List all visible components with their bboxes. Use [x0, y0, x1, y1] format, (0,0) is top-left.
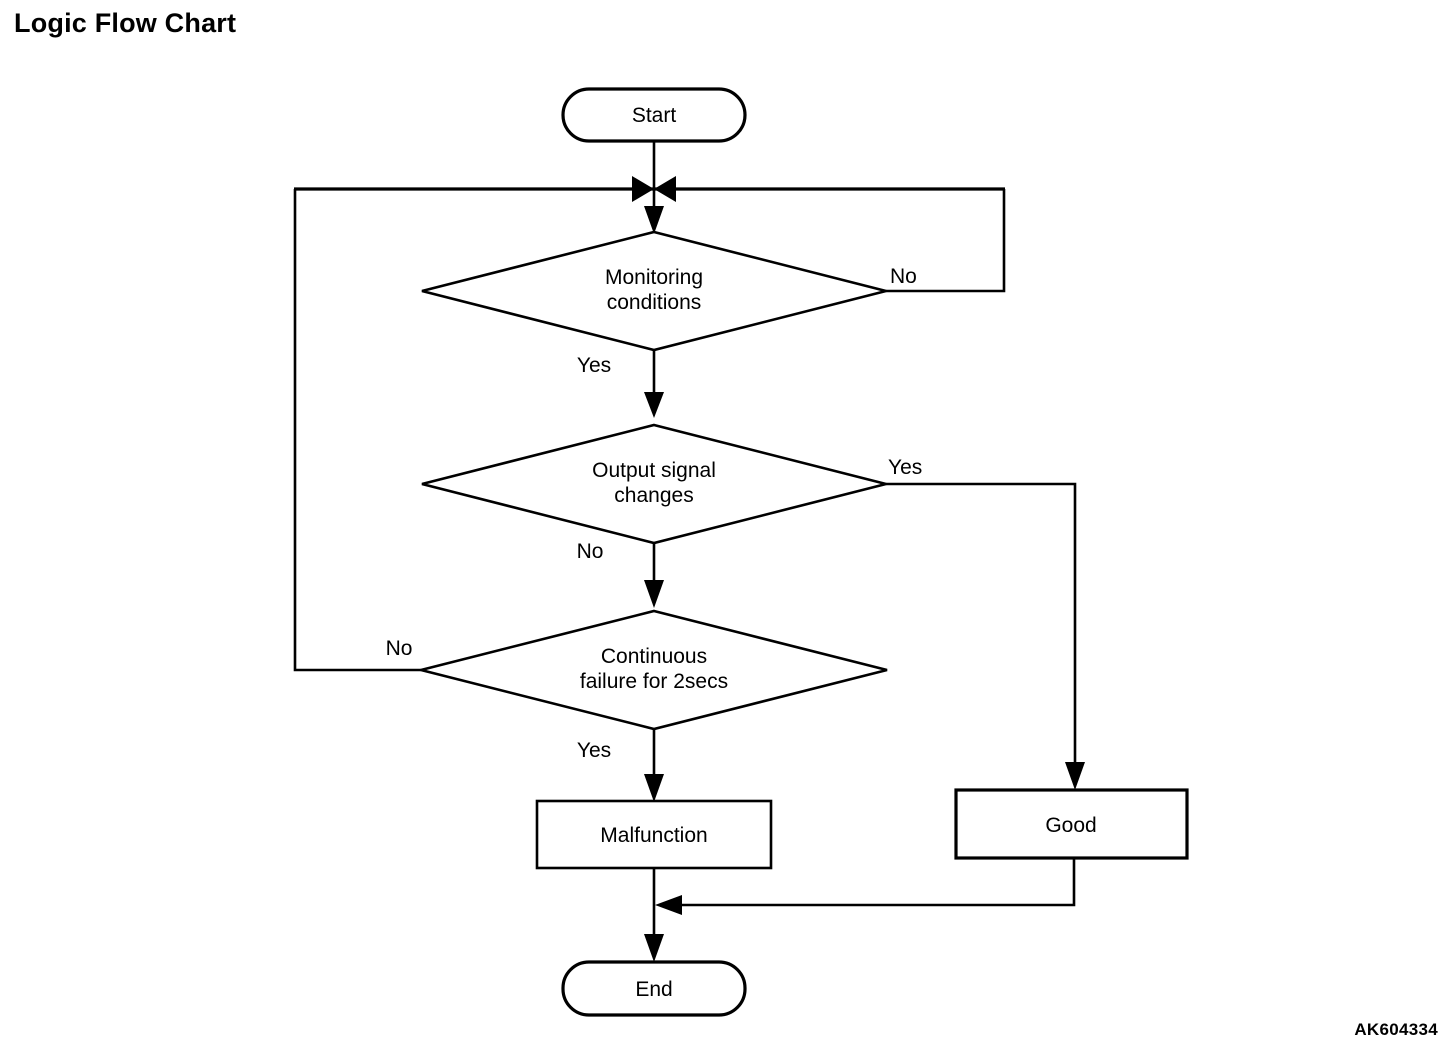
edge-d3-no: No [293, 189, 421, 672]
node-good: Good [954, 788, 1189, 860]
edge-d2-yes: Yes [886, 456, 1085, 790]
decision-continuous-failure-label-line1: Continuous [601, 645, 707, 668]
malfunction-label: Malfunction [600, 824, 707, 847]
edge-d2-yes-path [886, 482, 1077, 782]
edge-label-d2-no: No [577, 540, 604, 563]
merge-arrowhead-left [654, 176, 676, 202]
node-malfunction: Malfunction [535, 799, 773, 870]
arrowhead-into-d1 [644, 206, 664, 234]
node-start: Start [561, 87, 747, 143]
decision-output-signal-label-line1: Output signal [592, 459, 716, 482]
edge-d1-no-path [886, 189, 1006, 293]
arrowhead-into-malfunction [644, 774, 664, 802]
arrowhead-good-join-left [655, 895, 682, 915]
decision-monitoring-label-line2: conditions [607, 291, 702, 314]
node-end: End [561, 960, 747, 1017]
start-label: Start [632, 104, 677, 127]
edge-good-to-end [655, 858, 1076, 915]
decision-output-signal-label-line2: changes [614, 484, 693, 507]
arrowhead-into-d2 [644, 392, 664, 418]
edge-d1-no: No [886, 189, 1006, 293]
edge-label-d3-yes: Yes [577, 739, 611, 762]
edge-label-d3-no: No [386, 637, 413, 660]
good-label: Good [1045, 814, 1096, 837]
decision-monitoring-label-line1: Monitoring [605, 266, 703, 289]
malfunction-shape [535, 799, 773, 870]
edge-good-to-end-path [662, 858, 1076, 907]
node-decision-continuous-failure: Continuous failure for 2secs [420, 609, 888, 731]
edge-label-d1-no: No [890, 265, 917, 288]
edge-malfunction-to-end [644, 868, 664, 962]
merge-arrowhead-right [632, 176, 654, 202]
end-shape [561, 960, 747, 1017]
edge-label-d2-yes: Yes [888, 456, 922, 479]
edge-d2-no: No [577, 540, 664, 608]
watermark-code: AK604334 [1354, 1020, 1438, 1039]
arrowhead-into-d3 [644, 580, 664, 608]
edge-label-d1-yes: Yes [577, 354, 611, 377]
good-shape [954, 788, 1189, 860]
arrowhead-into-end [644, 934, 664, 962]
loop-merge-junction [294, 176, 1005, 202]
page-title: Logic Flow Chart [14, 8, 237, 38]
edge-d3-no-path [293, 189, 421, 672]
node-decision-monitoring: Monitoring conditions [421, 230, 887, 352]
node-decision-output-signal: Output signal changes [421, 423, 887, 545]
end-label: End [635, 978, 672, 1001]
edge-d1-yes: Yes [577, 350, 664, 418]
arrowhead-into-good [1065, 762, 1085, 790]
decision-continuous-failure-label-line2: failure for 2secs [580, 670, 728, 693]
edge-d3-yes: Yes [577, 729, 664, 802]
